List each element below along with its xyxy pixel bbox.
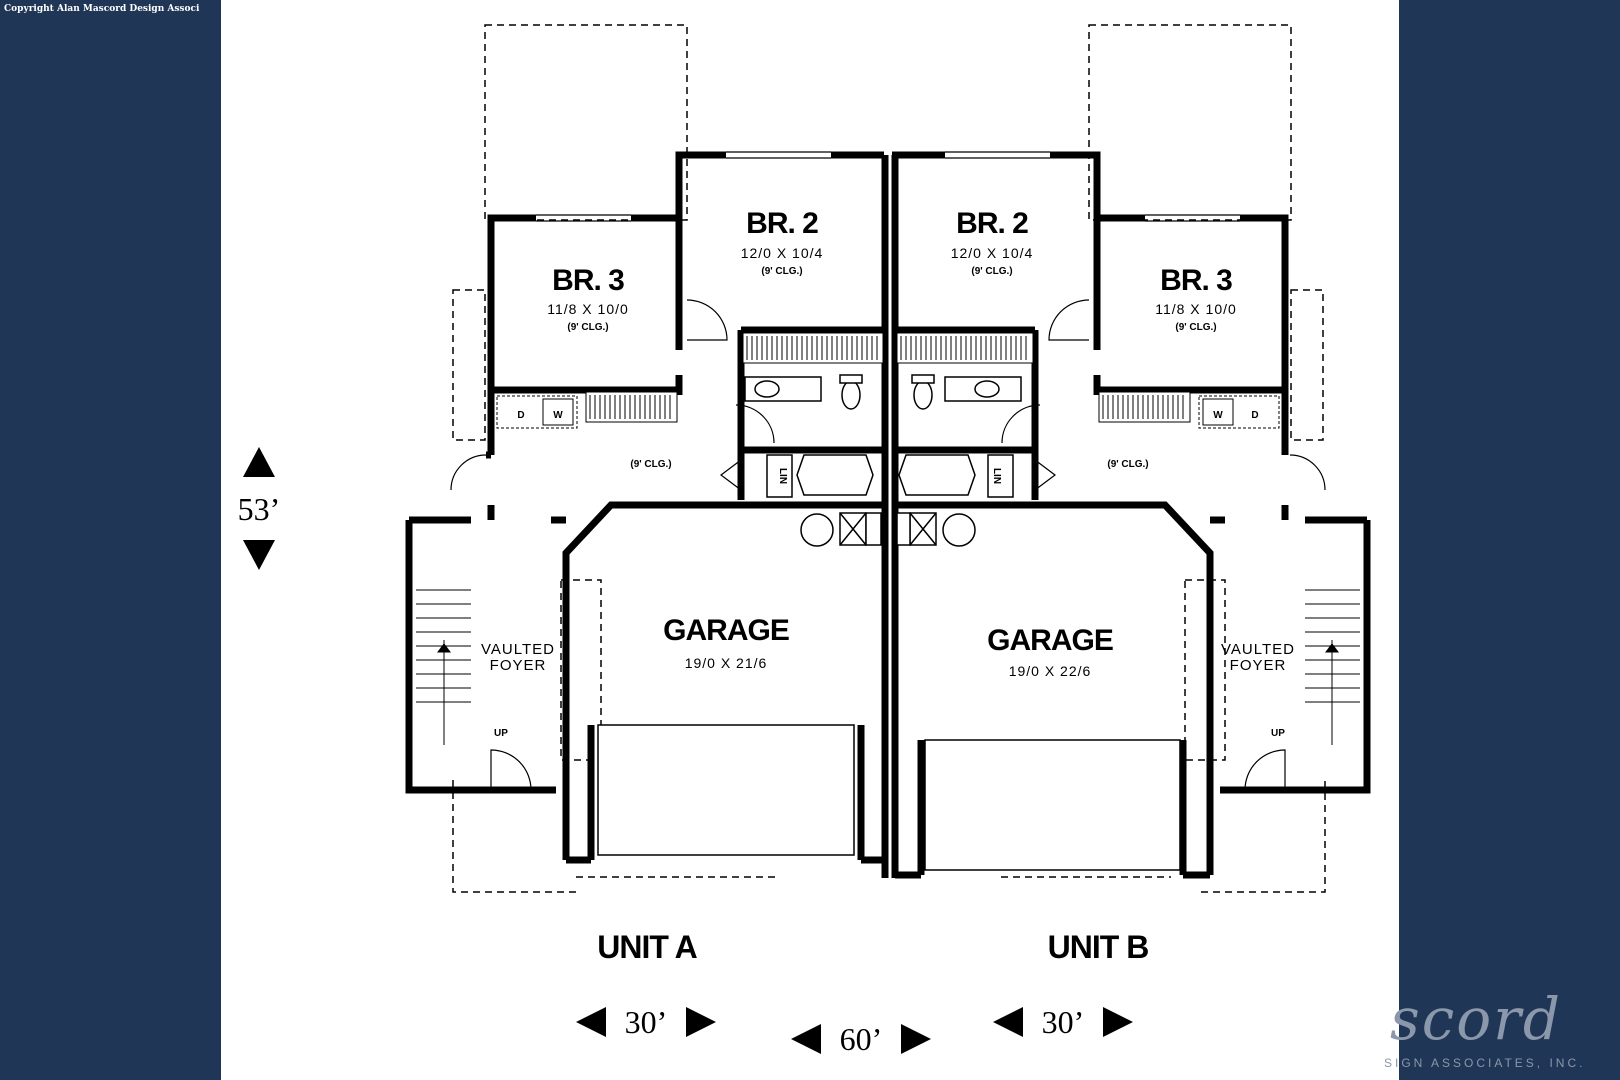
- linen-b: LIN: [991, 468, 1002, 484]
- door-swings: [450, 299, 1326, 791]
- room-name-br2-a: BR. 2: [746, 207, 818, 240]
- unit-b-label: UNIT B: [1048, 929, 1149, 965]
- room-name-br3-a: BR. 3: [552, 264, 624, 297]
- floor-plan-sheet: BR. 3 11/8 X 10/0 (9' CLG.) BR. 2 12/0 X…: [221, 0, 1399, 1080]
- mascord-logo-tagline: SIGN ASSOCIATES, INC.: [1384, 1056, 1586, 1070]
- dimension-unit-a-width: 30’: [625, 1004, 668, 1040]
- walls: [405, 151, 1371, 879]
- dimension-total-width: 60’: [840, 1021, 883, 1057]
- stairs-up-a: UP: [494, 728, 508, 739]
- mascord-logo-script: scord: [1390, 985, 1563, 1053]
- foyer-a-line1: VAULTED: [481, 641, 555, 658]
- room-size-garage-b: 19/0 X 22/6: [1009, 663, 1092, 679]
- dryer-a: D: [517, 410, 524, 421]
- stairs-up-b: UP: [1271, 728, 1285, 739]
- foyer-a-line2: FOYER: [490, 657, 547, 674]
- dimension-depth: 53’: [238, 491, 281, 527]
- room-name-br3-b: BR. 3: [1160, 264, 1232, 297]
- room-clg-br3-a: (9' CLG.): [567, 322, 608, 333]
- dryer-b: D: [1251, 410, 1258, 421]
- hall-clg-a: (9' CLG.): [630, 459, 671, 470]
- closets: [585, 332, 1191, 423]
- floor-plan-drawing: BR. 3 11/8 X 10/0 (9' CLG.) BR. 2 12/0 X…: [238, 24, 1371, 1057]
- dimension-unit-b-width: 30’: [1042, 1004, 1085, 1040]
- hall-clg-b: (9' CLG.): [1107, 459, 1148, 470]
- room-clg-br3-b: (9' CLG.): [1175, 322, 1216, 333]
- garage-doors: [597, 724, 1181, 871]
- room-size-garage-a: 19/0 X 21/6: [685, 655, 768, 671]
- laundry-fixtures: [496, 395, 1280, 429]
- room-clg-br2-a: (9' CLG.): [761, 266, 802, 277]
- room-size-br3-a: 11/8 X 10/0: [547, 301, 629, 317]
- room-name-garage-a: GARAGE: [663, 614, 789, 647]
- windows: [536, 151, 1240, 222]
- bathroom-fixtures: [744, 374, 1022, 498]
- washer-b: W: [1213, 410, 1223, 421]
- room-name-garage-b: GARAGE: [987, 624, 1113, 657]
- stairs: [416, 589, 1360, 745]
- unit-a-label: UNIT A: [597, 929, 697, 965]
- copyright-notice: Copyright Alan Mascord Design Associ: [4, 4, 200, 14]
- dimension-arrows: [243, 447, 1133, 1054]
- room-name-br2-b: BR. 2: [956, 207, 1028, 240]
- room-size-br3-b: 11/8 X 10/0: [1155, 301, 1237, 317]
- room-size-br2-a: 12/0 X 10/4: [741, 245, 824, 261]
- foyer-b-line2: FOYER: [1230, 657, 1287, 674]
- dashed-outlines: [452, 24, 1326, 893]
- linen-a: LIN: [777, 468, 788, 484]
- mechanical-units: [800, 512, 976, 547]
- room-size-br2-b: 12/0 X 10/4: [951, 245, 1034, 261]
- washer-a: W: [553, 410, 563, 421]
- room-clg-br2-b: (9' CLG.): [971, 266, 1012, 277]
- foyer-b-line1: VAULTED: [1221, 641, 1295, 658]
